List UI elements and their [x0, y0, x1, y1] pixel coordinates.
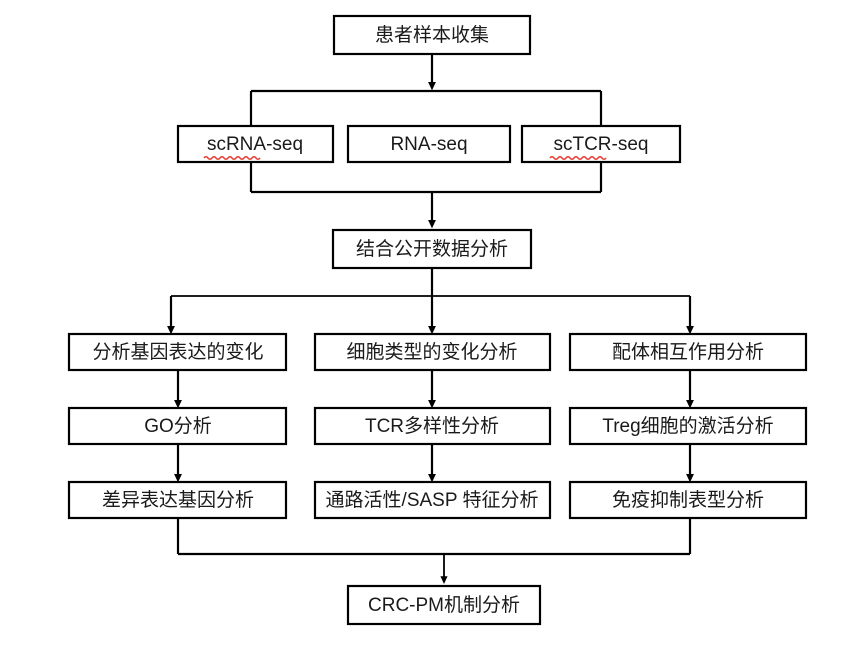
node-label: 通路活性/SASP 特征分析 [326, 489, 539, 511]
node-public-data-analysis[interactable]: 结合公开数据分析 [331, 228, 533, 270]
node-crc-pm-mechanism[interactable]: CRC-PM机制分析 [346, 584, 542, 626]
node-label: 细胞类型的变化分析 [346, 341, 517, 363]
node-box [313, 406, 552, 446]
node-box [568, 332, 808, 372]
node-box [176, 124, 335, 164]
node-box [331, 228, 533, 270]
node-label: scTCR-seq [553, 134, 648, 155]
node-immunosuppressive-phenotype[interactable]: 免疫抑制表型分析 [568, 480, 808, 520]
node-label: 免疫抑制表型分析 [612, 489, 764, 511]
node-cell-type-change[interactable]: 细胞类型的变化分析 [313, 332, 552, 372]
node-go-analysis[interactable]: GO分析 [67, 406, 288, 446]
node-label: scRNA-seq [207, 134, 303, 155]
node-box [313, 480, 552, 520]
node-box [520, 124, 682, 164]
node-box [67, 406, 288, 446]
node-box [568, 406, 808, 446]
node-label: 患者样本收集 [375, 24, 489, 46]
node-sctcr-seq[interactable]: scTCR-seq [520, 124, 682, 164]
node-box [346, 124, 512, 164]
node-label: TCR多样性分析 [365, 415, 499, 437]
node-ligand-interaction[interactable]: 配体相互作用分析 [568, 332, 808, 372]
node-rna-seq[interactable]: RNA-seq [346, 124, 512, 164]
node-label: Treg细胞的激活分析 [602, 415, 773, 437]
edge-layer [167, 54, 694, 585]
node-box [67, 480, 288, 520]
node-label: CRC-PM机制分析 [368, 594, 520, 616]
node-label: 差异表达基因分析 [102, 489, 254, 511]
node-treg-activation[interactable]: Treg细胞的激活分析 [568, 406, 808, 446]
node-box [332, 14, 532, 56]
node-label: GO分析 [144, 415, 212, 437]
node-patient-sample-collection[interactable]: 患者样本收集 [332, 14, 532, 56]
node-box [568, 480, 808, 520]
node-label: 配体相互作用分析 [612, 341, 764, 363]
node-box [67, 332, 288, 372]
node-pathway-sasp[interactable]: 通路活性/SASP 特征分析 [313, 480, 552, 520]
node-tcr-diversity[interactable]: TCR多样性分析 [313, 406, 552, 446]
node-gene-expression-change[interactable]: 分析基因表达的变化 [67, 332, 288, 372]
spellcheck-underline-icon [203, 155, 261, 161]
node-label: RNA-seq [390, 134, 467, 155]
node-deg-analysis[interactable]: 差异表达基因分析 [67, 480, 288, 520]
node-label: 分析基因表达的变化 [92, 341, 263, 363]
node-box [313, 332, 552, 372]
node-label: 结合公开数据分析 [356, 238, 508, 260]
node-layer: 患者样本收集 scRNA-seq RNA-seq scTCR-seq 结合公开数… [67, 14, 808, 626]
node-scrna-seq[interactable]: scRNA-seq [176, 124, 335, 164]
node-box [346, 584, 542, 626]
spellcheck-underline-icon [549, 155, 607, 161]
